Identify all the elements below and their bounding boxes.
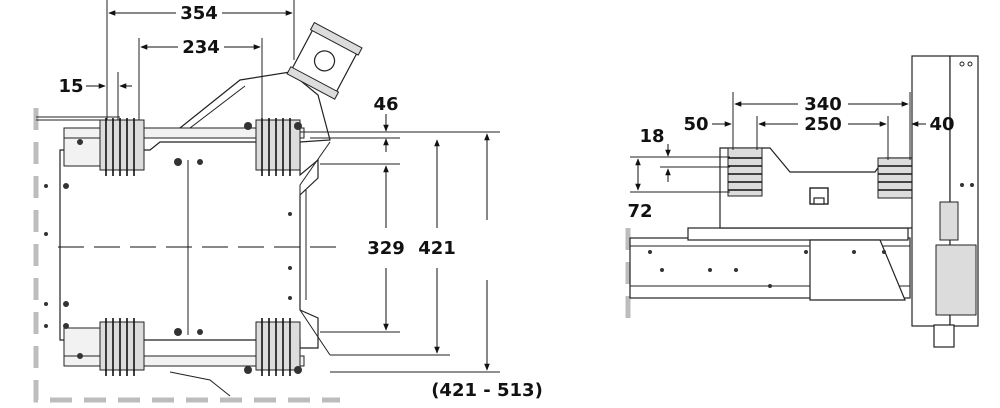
dim-234-label: 234 <box>182 37 220 58</box>
dim-46: 46 <box>373 94 399 152</box>
dim-354-label: 354 <box>180 3 218 24</box>
dim-421-label: 421 <box>418 238 456 259</box>
rail-bottom <box>63 355 305 367</box>
dim-421: 421 <box>418 139 456 354</box>
dim-421-513: (421 - 513) <box>431 133 543 401</box>
clamp-bottom-right <box>255 321 301 371</box>
motor-housing <box>935 244 977 316</box>
clamp-right-stack-lines <box>878 165 912 191</box>
clamp-bottom-left-teeth <box>105 318 135 376</box>
motor-shaft <box>933 324 955 348</box>
camera-head <box>286 21 363 100</box>
column-hole-2 <box>967 61 973 67</box>
dim-50-label: 50 <box>683 114 708 135</box>
dim-72: 72 <box>627 158 653 222</box>
dim-15: 15 <box>58 72 132 120</box>
clamp-bottom-right-teeth <box>261 318 291 376</box>
right-extension-lines <box>300 131 500 373</box>
side-bracket <box>809 239 906 301</box>
dim-329-label: 329 <box>367 238 405 259</box>
plate-bolts <box>44 122 302 374</box>
dim-250-label: 250 <box>804 114 842 135</box>
dim-40-label: 40 <box>929 114 954 135</box>
dim-18-label: 18 <box>639 126 664 147</box>
dim-72-label: 72 <box>627 201 652 222</box>
clamp-bottom-left <box>99 321 145 371</box>
dim-250: 250 <box>756 114 889 160</box>
clamp-top-left <box>99 119 145 171</box>
dim-340-label: 340 <box>804 94 842 115</box>
clamp-right-stack <box>877 157 913 199</box>
dim-354: 354 <box>106 0 295 120</box>
clamp-left-stack-lines <box>728 157 762 191</box>
clamp-top-right <box>255 119 301 171</box>
brand-logo-icon <box>809 187 829 205</box>
mount-plate <box>687 227 909 241</box>
dim-421-513-label: (421 - 513) <box>431 380 543 401</box>
dim-340: 340 <box>732 92 911 160</box>
clamp-top-left-teeth <box>105 118 135 176</box>
right-side-view: 340 250 50 40 18 <box>625 55 979 348</box>
dim-18: 18 <box>630 126 730 193</box>
bottom-bracket-edge <box>169 371 231 397</box>
bracket-edge <box>189 85 246 129</box>
left-top-view: 354 234 15 46 <box>33 0 543 403</box>
camera-lens-icon <box>313 50 336 72</box>
base-plate <box>59 141 319 349</box>
dim-234: 234 <box>138 37 263 120</box>
side-bolts <box>648 183 974 288</box>
clamp-left-stack <box>727 147 763 197</box>
dim-329: 329 <box>367 165 405 331</box>
dim-50: 50 <box>683 114 732 135</box>
clamp-top-right-teeth <box>261 118 291 176</box>
dim-46-label: 46 <box>373 94 398 115</box>
column-clamp <box>939 201 959 241</box>
column-hole-1 <box>959 61 965 67</box>
left-boundary-dashed <box>33 108 340 403</box>
dim-40: 40 <box>911 114 955 135</box>
dim-15-label: 15 <box>58 76 83 97</box>
rail-top <box>63 127 305 139</box>
